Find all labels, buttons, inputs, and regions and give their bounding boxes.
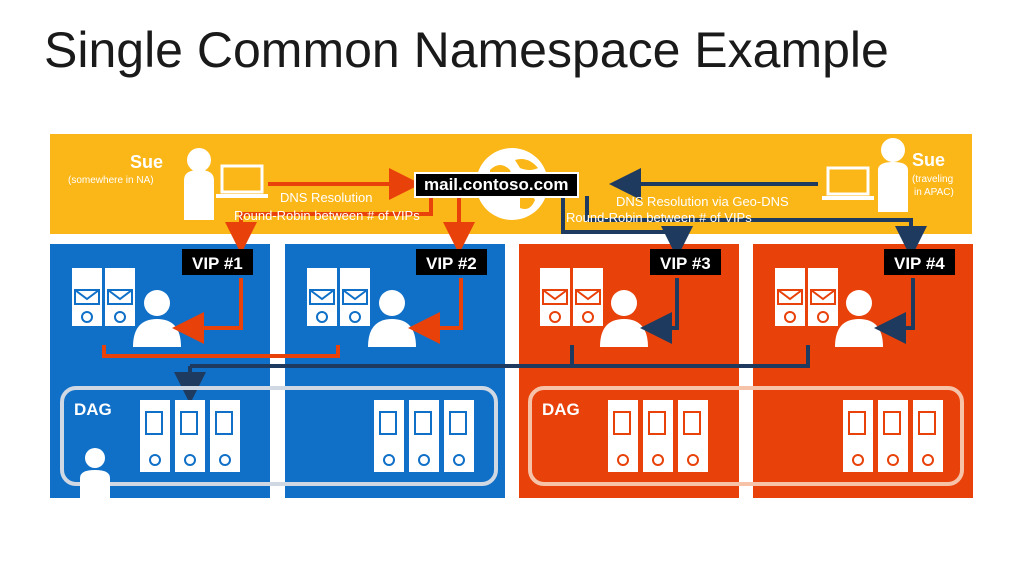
laptop-left-icon: [214, 164, 270, 200]
dns-left-line1: DNS Resolution: [280, 190, 373, 205]
connector-navy: [570, 345, 810, 368]
mailbox-servers-2: [306, 267, 371, 327]
laptop-right-icon: [820, 166, 876, 202]
cas-person-4-icon: [835, 290, 883, 347]
witness-person-icon: [80, 448, 110, 500]
database-servers-2: [373, 399, 475, 473]
cas-person-3-icon: [600, 290, 648, 347]
cas-person-1-icon: [133, 290, 181, 347]
vip-1-label: VIP #1: [182, 249, 253, 275]
dag-outline-1: [60, 386, 498, 486]
connector-red: [102, 345, 340, 358]
dns-right-line2: Round-Robin between # of VIPs: [566, 210, 752, 225]
cas-person-2-icon: [368, 290, 416, 347]
dag-label-1: DAG: [74, 400, 112, 419]
database-servers-3: [607, 399, 709, 473]
user-left-location: (somewhere in NA): [68, 175, 154, 186]
vip3-to-cas: [640, 278, 679, 344]
vip4-to-cas: [874, 278, 915, 344]
slide-title: Single Common Namespace Example: [44, 22, 889, 78]
dns-right-line1: DNS Resolution via Geo-DNS: [616, 194, 789, 209]
database-servers-1: [139, 399, 241, 473]
arrow-to-vip3: [561, 196, 693, 258]
vip-4-label: VIP #4: [884, 249, 955, 275]
vip2-to-cas: [408, 278, 463, 344]
dns-hostname-box: mail.contoso.com: [414, 172, 579, 198]
dns-left-line2: Round-Robin between # of VIPs: [234, 208, 420, 223]
user-right-location-1: (traveling: [912, 174, 954, 185]
user-right-name: Sue: [912, 150, 946, 170]
vip-3-label: VIP #3: [650, 249, 721, 275]
user-right-location-2: in APAC): [914, 187, 954, 198]
user-left-name: Sue: [130, 152, 164, 172]
mailbox-servers-4: [774, 267, 839, 327]
dag-label-2: DAG: [542, 400, 580, 419]
arrow-to-vip1: [225, 196, 433, 254]
user-right-icon: [878, 138, 908, 212]
mailbox-servers-1: [71, 267, 136, 327]
vip-2-label: VIP #2: [416, 249, 487, 275]
mailbox-servers-3: [539, 267, 604, 327]
arrow-to-vip4: [585, 196, 927, 258]
database-servers-4: [842, 399, 944, 473]
vip1-to-cas: [172, 278, 243, 344]
user-left-icon: [184, 148, 214, 220]
dag-outline-2: [528, 386, 964, 486]
